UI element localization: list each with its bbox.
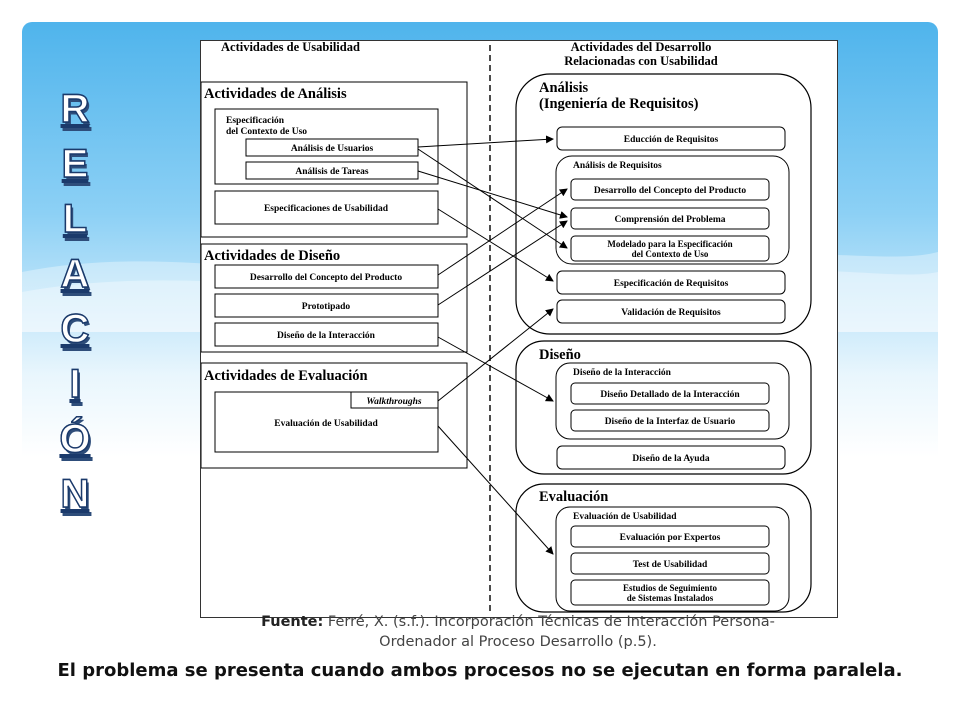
vertical-title-relacion: R E L A C I Ó N [50, 82, 100, 522]
title-letter: R [60, 86, 90, 131]
interaction-design-label: Diseño de la Interacción [277, 331, 376, 341]
product-concept-box [214, 264, 439, 289]
follow-up-studies-label-1: Estudios de Seguimiento [623, 583, 718, 593]
detailed-interaction-box [570, 382, 770, 405]
r-interaction-design-title: Diseño de la Interacción [573, 368, 672, 378]
ui-design-box [570, 409, 770, 432]
caption-line2: Ordenador al Proceso Desarrollo (p.5). [379, 634, 657, 650]
follow-up-studies-box [570, 579, 770, 606]
r-design-title: Diseño [539, 347, 581, 363]
detailed-interaction-label: Diseño Detallado de la Interacción [600, 390, 740, 400]
req-engineering-title-1: Análisis [539, 80, 589, 96]
req-analysis-box [555, 155, 790, 265]
req-specification-box [556, 270, 786, 295]
usability-test-label: Test de Usabilidad [633, 560, 708, 570]
context-modeling-label-2: del Contexto de Uso [632, 249, 709, 259]
design-activities-box [201, 243, 468, 353]
conclusion-text: El problema se presenta cuando ambos pro… [57, 660, 903, 681]
problem-understanding-box [570, 207, 770, 230]
arrow-users-to-modeling [417, 148, 568, 249]
arrow-tasks-to-understanding [417, 170, 568, 219]
r-product-concept-box [570, 178, 770, 201]
interaction-design-box [214, 322, 439, 347]
arrow-interaction-to-detailed [437, 336, 554, 402]
task-analysis-label: Análisis de Tareas [295, 167, 369, 177]
caption-line1: Ferré, X. (s.f.). Incorporación Técnicas… [323, 614, 775, 630]
prototyping-box [214, 293, 439, 318]
req-specification-label: Especificación de Requisitos [614, 279, 729, 289]
usability-specs-label: Especificaciones de Usabilidad [264, 204, 389, 214]
context-modeling-box [570, 235, 770, 262]
follow-up-studies-label-2: de Sistemas Instalados [627, 593, 714, 603]
relation-arrows [417, 135, 568, 555]
right-header-line1: Actividades del Desarrollo [571, 41, 712, 54]
title-letter: E [61, 141, 89, 186]
usability-test-box [570, 552, 770, 575]
right-header-line2: Relacionadas con Usabilidad [564, 54, 718, 68]
product-concept-label: Desarrollo del Concepto del Producto [250, 273, 402, 283]
r-product-concept-label: Desarrollo del Concepto del Producto [594, 186, 746, 196]
title-letter: A [60, 251, 90, 296]
elicitation-box [556, 126, 786, 151]
analysis-activities-box [201, 81, 468, 238]
usability-evaluation-label: Evaluación de Usabilidad [274, 419, 378, 429]
req-validation-box [556, 299, 786, 324]
user-analysis-label: Análisis de Usuarios [291, 144, 374, 154]
caption-label: Fuente: [261, 614, 324, 630]
req-analysis-title: Análisis de Requisitos [573, 161, 662, 171]
r-evaluation-box [515, 483, 812, 613]
walkthroughs-label: Walkthroughs [366, 397, 422, 407]
process-relation-diagram: Actividades de Usabilidad Actividades de… [200, 40, 838, 618]
usability-specs-box [214, 190, 439, 225]
title-letter: L [62, 196, 88, 241]
req-engineering-box [515, 73, 812, 335]
left-header: Actividades de Usabilidad [221, 41, 360, 54]
arrow-evaluation-to-r-evaluation [437, 425, 554, 555]
diagram-canvas: Actividades de Usabilidad Actividades de… [201, 41, 812, 615]
design-activities-title: Actividades de Diseño [204, 248, 340, 264]
title-letter: C [60, 306, 90, 351]
r-evaluation-title: Evaluación [539, 489, 608, 505]
help-design-box [556, 445, 786, 470]
expert-eval-label: Evaluación por Expertos [620, 533, 721, 543]
req-engineering-title-2: (Ingeniería de Requisitos) [539, 96, 699, 112]
r-usability-eval-box [555, 506, 790, 612]
source-caption: Fuente: Ferré, X. (s.f.). Incorporación … [200, 612, 836, 652]
task-analysis-box [245, 161, 419, 180]
req-validation-label: Validación de Requisitos [621, 308, 721, 318]
title-letter: N [60, 471, 90, 516]
arrow-prototyping-to-understanding [437, 220, 568, 306]
help-design-label: Diseño de la Ayuda [632, 454, 709, 464]
arrow-walkthroughs-to-validation [437, 308, 554, 402]
context-spec-box [214, 108, 439, 185]
analysis-activities-title: Actividades de Análisis [204, 86, 347, 102]
context-spec-label-1: Especificación [226, 116, 285, 126]
title-letter: I [69, 361, 82, 406]
title-letter: Ó [59, 416, 92, 461]
arrow-specs-to-specification [437, 208, 554, 282]
prototyping-label: Prototipado [302, 302, 351, 312]
r-design-box [515, 340, 812, 475]
walkthroughs-box [350, 391, 439, 409]
context-modeling-label-1: Modelado para la Especificación [607, 239, 732, 249]
ui-design-label: Diseño de la Interfaz de Usuario [605, 417, 736, 427]
context-spec-label-2: del Contexto de Uso [226, 127, 307, 137]
arrow-users-to-elicitation [417, 135, 554, 148]
elicitation-label: Educción de Requisitos [624, 135, 719, 145]
r-interaction-design-box [555, 362, 790, 440]
arrow-concept-to-r-concept [437, 188, 568, 276]
user-analysis-box [245, 138, 419, 157]
expert-eval-box [570, 525, 770, 548]
r-usability-eval-title: Evaluación de Usabilidad [573, 512, 677, 522]
evaluation-activities-box [201, 362, 468, 469]
evaluation-activities-title: Actividades de Evaluación [204, 368, 368, 384]
problem-understanding-label: Comprensión del Problema [614, 215, 725, 225]
